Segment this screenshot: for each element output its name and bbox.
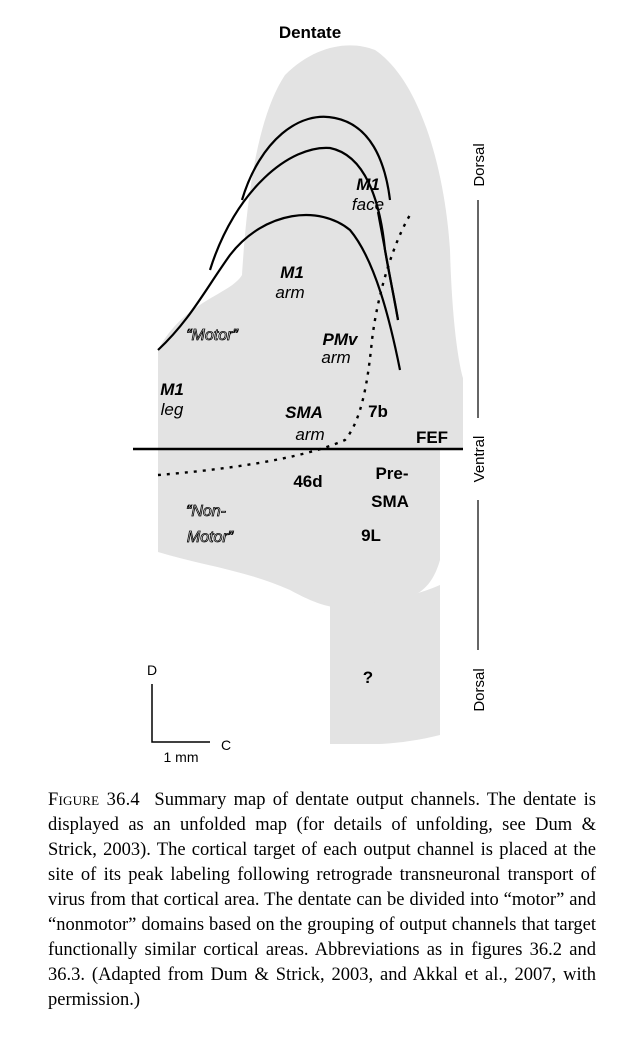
figure-title: Dentate [279, 23, 341, 42]
label-motor: “Motor” [186, 327, 238, 344]
label-presma-b: SMA [371, 492, 409, 511]
scale-d-label: D [147, 662, 157, 678]
label-m1-leg-sub: leg [161, 400, 184, 419]
dentate-map-figure: Dentate Dorsal Ventral Dorsal M1 face M1… [133, 23, 488, 765]
m1-face-arc [240, 115, 392, 201]
ventral-label: Ventral [471, 436, 488, 483]
dentate-upper-region [158, 45, 463, 449]
motor-boundary-outline [157, 213, 402, 371]
label-pmv-title: PMv [323, 330, 360, 349]
label-pmv-sub: arm [321, 348, 350, 367]
label-nonmotor-b: Motor” [187, 529, 234, 546]
label-m1-arm-sub: arm [275, 283, 304, 302]
dentate-tail-region [330, 585, 440, 744]
scale-length-label: 1 mm [164, 749, 199, 765]
label-presma-a: Pre- [375, 464, 408, 483]
label-fef: FEF [416, 428, 448, 447]
dorsal-top-label: Dorsal [471, 143, 488, 186]
label-7b: 7b [368, 402, 388, 421]
label-m1-face-sub: face [352, 195, 384, 214]
label-nonmotor-a: “Non- [186, 503, 226, 520]
label-unknown: ? [363, 668, 373, 687]
label-sma-sub: arm [295, 425, 324, 444]
label-m1-arm-title: M1 [280, 263, 304, 282]
label-m1-face-title: M1 [356, 175, 380, 194]
label-46d: 46d [293, 472, 322, 491]
dentate-lower-region [158, 450, 440, 609]
label-sma-title: SMA [285, 403, 323, 422]
scale-c-label: C [221, 737, 231, 753]
scale-bar [151, 684, 210, 743]
caption-text: Summary map of dentate output channels. … [48, 790, 596, 1010]
label-m1-leg-title: M1 [160, 380, 184, 399]
label-9l: 9L [361, 526, 381, 545]
dorsal-bottom-label: Dorsal [471, 668, 488, 711]
figure-caption: Figure 36.4 Summary map of dentate outpu… [48, 788, 596, 1013]
caption-label: Figure 36.4 [48, 790, 140, 810]
